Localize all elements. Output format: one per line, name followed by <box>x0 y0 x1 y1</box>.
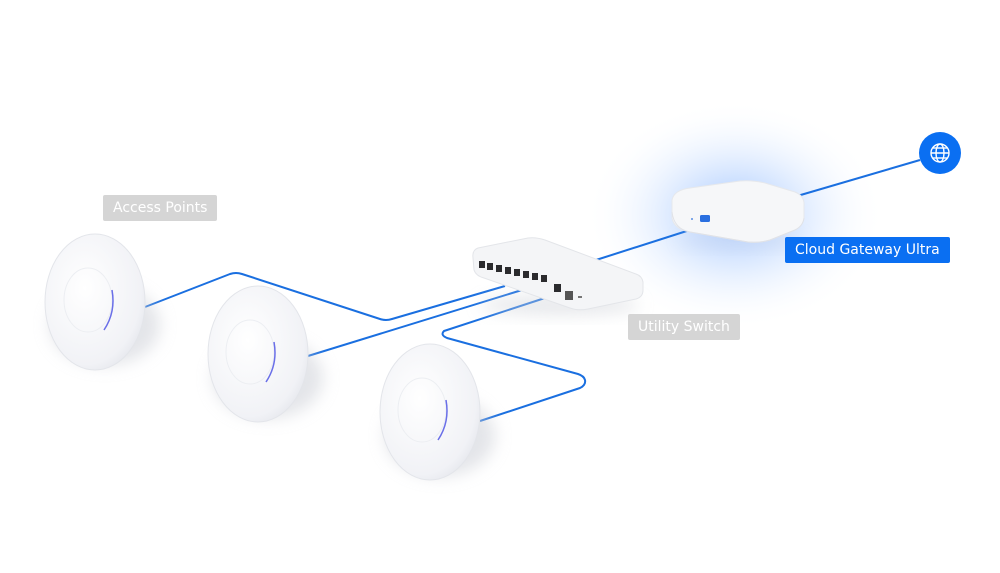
led-ring <box>103 289 114 331</box>
switch-ports <box>479 261 582 300</box>
gateway-port-icon <box>700 215 710 222</box>
utility-switch-label: Utility Switch <box>628 314 740 340</box>
access-point-1 <box>44 233 160 371</box>
access-point-3 <box>379 343 495 481</box>
cloud-gateway-device <box>671 180 805 248</box>
cloud-gateway-label: Cloud Gateway Ultra <box>785 237 950 263</box>
globe-icon <box>930 143 950 163</box>
access-point-2 <box>207 285 323 423</box>
led-ring <box>265 341 276 383</box>
link-internet-gateway <box>786 159 921 200</box>
link-ap3-switch <box>441 296 587 422</box>
internet-node <box>919 132 961 174</box>
link-ap2-switch <box>307 289 523 357</box>
led-ring <box>437 399 448 441</box>
link-gateway-switch <box>595 228 694 261</box>
link-ap1-switch <box>144 272 506 321</box>
utility-switch-device <box>472 237 644 315</box>
access-points-label: Access Points <box>103 195 218 221</box>
